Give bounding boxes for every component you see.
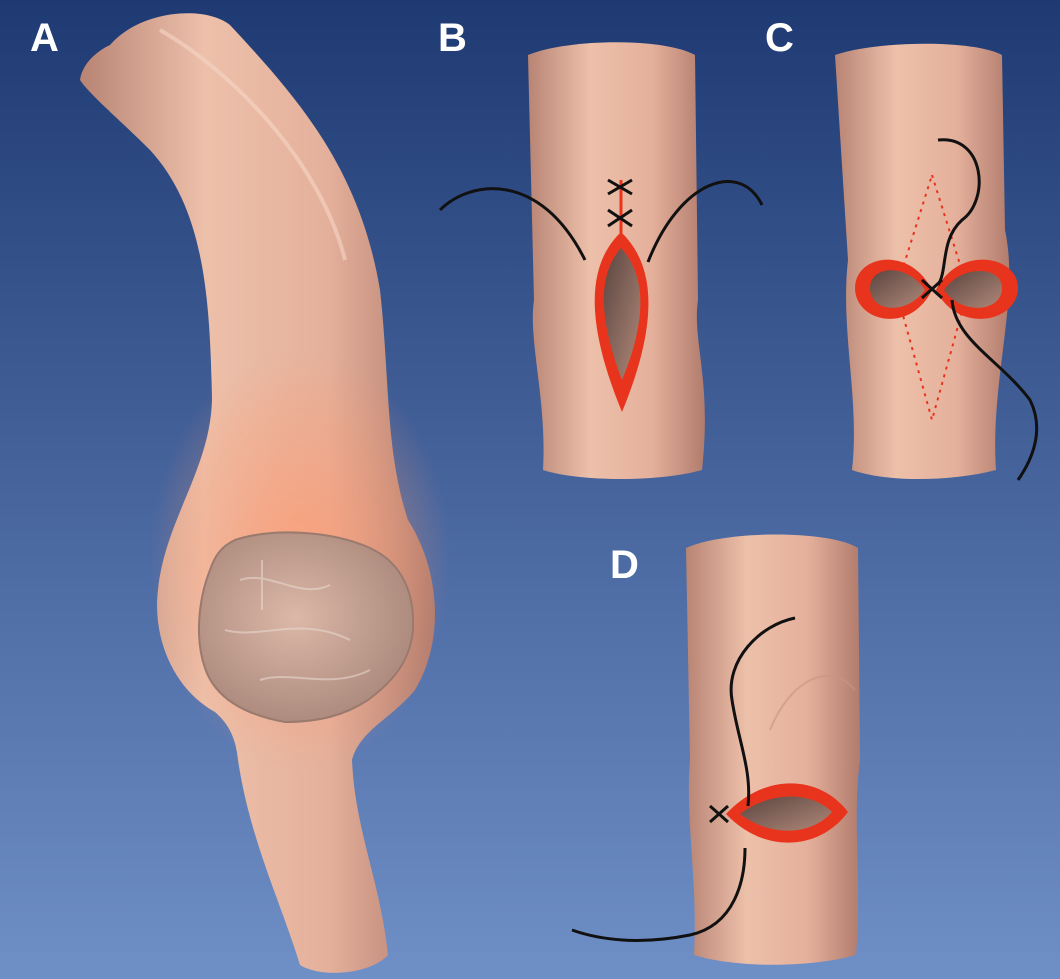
panel-label-a: A (30, 18, 59, 58)
panel-label-c: C (765, 18, 794, 58)
panel-label-b: B (438, 18, 467, 58)
panel-label-d: D (610, 545, 639, 585)
vessel-d-body (686, 535, 860, 965)
